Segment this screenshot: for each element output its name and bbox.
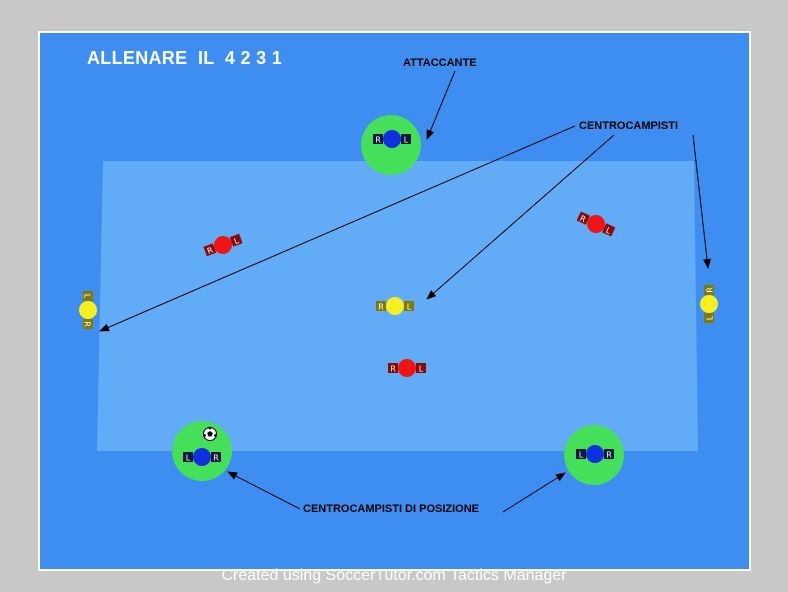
svg-text:L: L	[706, 315, 715, 320]
player-yellow-right: L R	[700, 285, 718, 323]
diagram-title: ALLENARE IL 4 2 3 1	[87, 48, 283, 68]
footer-credit: Created using SoccerTutor.com Tactics Ma…	[221, 567, 567, 584]
svg-text:L: L	[233, 236, 241, 246]
player-yellow-left: L R	[79, 291, 97, 329]
svg-text:L: L	[419, 365, 424, 374]
svg-text:L: L	[83, 294, 92, 299]
svg-text:R: R	[83, 321, 92, 327]
svg-text:R: R	[375, 136, 381, 145]
svg-text:R: R	[213, 454, 219, 463]
player-yellow-center: R L	[376, 297, 414, 315]
svg-text:R: R	[378, 303, 384, 312]
svg-text:L: L	[579, 451, 584, 460]
svg-text:R: R	[606, 451, 612, 460]
player-cdp-left-blue: L R	[183, 448, 221, 466]
label-centrocampisti-posizione: CENTROCAMPISTI DI POSIZIONE	[303, 503, 480, 515]
svg-text:L: L	[404, 136, 409, 145]
svg-text:L: L	[604, 226, 612, 236]
arrow-cdp-right	[502, 472, 566, 513]
label-centrocampisti: CENTROCAMPISTI	[579, 120, 678, 132]
player-red-2: R L	[576, 211, 616, 237]
arrow-cc-center	[426, 134, 615, 300]
svg-text:L: L	[186, 454, 191, 463]
arrow-attaccante	[426, 70, 456, 140]
arrows	[99, 70, 711, 513]
soccer-ball-icon	[203, 426, 217, 441]
player-red-3: R L	[388, 359, 426, 377]
svg-text:L: L	[407, 303, 412, 312]
svg-text:R: R	[578, 214, 587, 225]
arrow-cc-right	[692, 134, 711, 269]
player-red-1: R L	[203, 233, 243, 257]
svg-text:R: R	[706, 287, 715, 293]
arrow-cdp-left	[227, 471, 301, 510]
label-attaccante: ATTACCANTE	[403, 57, 477, 69]
svg-text:R: R	[390, 365, 396, 374]
svg-text:R: R	[206, 245, 215, 256]
arrow-cc-left	[99, 125, 576, 332]
player-cdp-right-blue: L R	[576, 445, 614, 463]
player-attaccante-blue: R L	[373, 130, 411, 148]
